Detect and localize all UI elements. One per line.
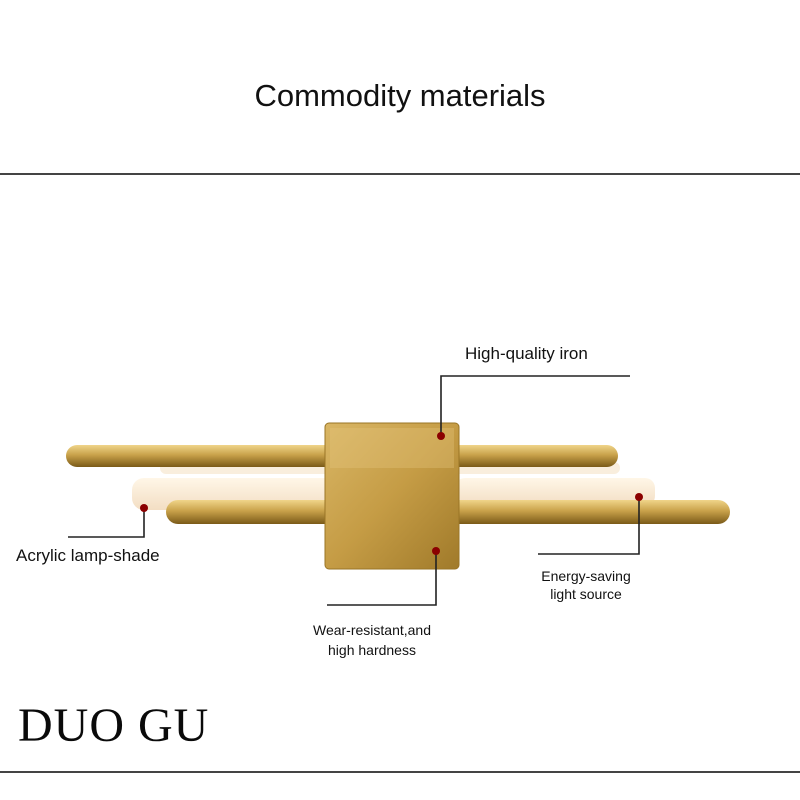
- callout-lines: [68, 375, 640, 606]
- label-high-quality-iron: High-quality iron: [465, 344, 588, 363]
- label-energy-saving-line2: light source: [550, 586, 622, 602]
- page-title: Commodity materials: [254, 78, 546, 113]
- label-energy-saving-line1: Energy-saving: [541, 568, 631, 584]
- label-acrylic-lamp-shade: Acrylic lamp-shade: [16, 546, 160, 565]
- label-wear-resistant: Wear-resistant,and high hardness: [300, 620, 444, 660]
- marker-wear: [432, 547, 440, 555]
- callout-line-light: [538, 497, 640, 555]
- marker-shade: [140, 504, 148, 512]
- center-block: [324, 422, 460, 570]
- top-divider: [0, 173, 800, 175]
- acrylic-shade-right: [455, 478, 655, 506]
- callout-line-iron: [440, 375, 630, 436]
- label-wear-resistant-line1: Wear-resistant,and: [312, 622, 431, 638]
- label-energy-saving: Energy-saving light source: [538, 567, 634, 603]
- callout-line-shade: [68, 508, 145, 538]
- center-block-highlight: [330, 428, 454, 468]
- callout-line-wear: [327, 551, 437, 606]
- label-wear-resistant-line2: high hardness: [328, 642, 416, 658]
- callout-markers: [140, 432, 643, 555]
- marker-light: [635, 493, 643, 501]
- marker-iron: [437, 432, 445, 440]
- brand-logo: DUO GU: [18, 699, 210, 752]
- bottom-divider: [0, 771, 800, 773]
